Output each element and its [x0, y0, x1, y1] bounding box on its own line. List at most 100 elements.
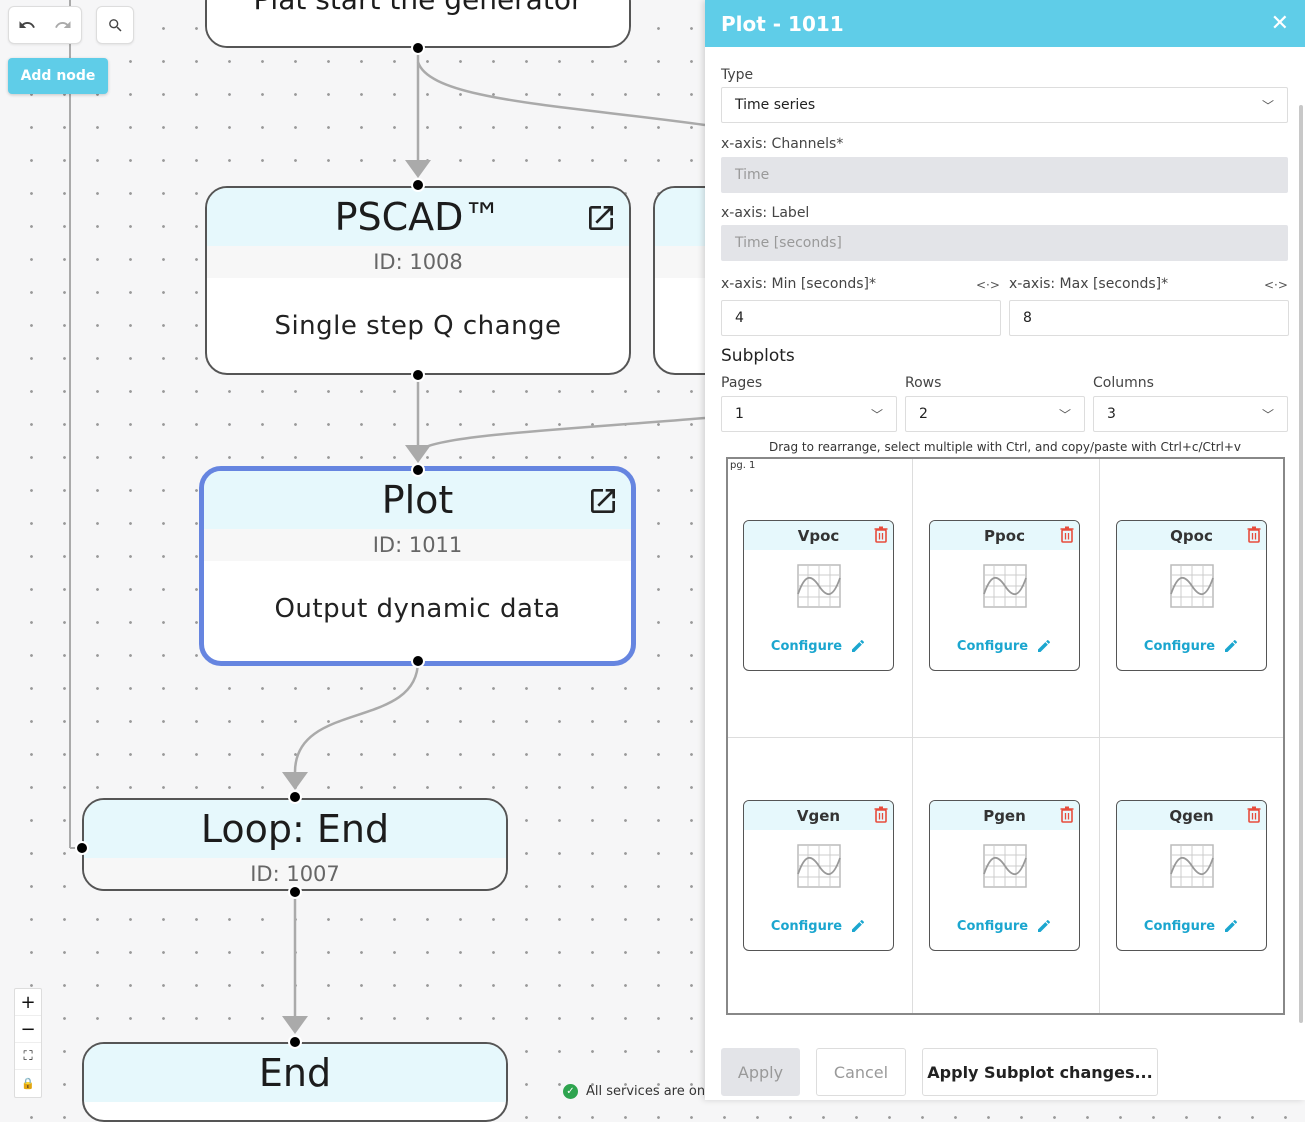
undo-button[interactable] — [9, 7, 45, 43]
pages-label: Pages — [721, 375, 763, 391]
node-title: PSCAD™ — [334, 195, 502, 239]
configure-label: Configure — [770, 918, 843, 934]
apply-subplot-changes-button[interactable]: Apply Subplot changes... — [922, 1048, 1158, 1096]
trash-icon[interactable] — [874, 806, 888, 823]
configure-link[interactable]: Configure — [1117, 638, 1266, 654]
add-node-button[interactable]: Add node — [8, 58, 108, 94]
node-title: Loop: End — [84, 800, 506, 858]
configure-link[interactable]: Configure — [1117, 918, 1266, 934]
swap-horizontal-icon[interactable]: <·> — [976, 278, 1000, 292]
trash-icon[interactable] — [874, 526, 888, 543]
trash-icon[interactable] — [1060, 526, 1074, 543]
columns-select[interactable]: 3 ﹀ — [1093, 396, 1288, 432]
configure-link[interactable]: Configure — [930, 638, 1079, 654]
handle-dot[interactable] — [411, 654, 425, 668]
lock-button[interactable]: 🔒 — [15, 1070, 41, 1097]
plot-chart-icon — [1170, 844, 1214, 888]
subplot-name: Vgen — [796, 806, 841, 825]
handle-dot[interactable] — [288, 885, 302, 899]
x-min-value: 4 — [735, 310, 744, 326]
node-pscad[interactable]: PSCAD™ ID: 1008 Single step Q change — [205, 186, 631, 375]
history-toolbar — [8, 6, 82, 44]
panel-header: Plot - 1011 ✕ — [705, 0, 1305, 47]
configure-label: Configure — [956, 638, 1029, 654]
redo-button[interactable] — [45, 7, 81, 43]
handle-dot[interactable] — [288, 790, 302, 804]
rows-label: Rows — [905, 375, 942, 391]
drag-hint: Drag to rearrange, select multiple with … — [768, 440, 1242, 454]
handle-dot[interactable] — [411, 41, 425, 55]
node-id: ID: 1008 — [207, 246, 629, 278]
x-channels-field[interactable]: Time — [721, 157, 1288, 193]
panel-scrollbar[interactable] — [1299, 105, 1303, 1023]
handle-dot[interactable] — [411, 463, 425, 477]
x-channels-label: x-axis: Channels* — [721, 136, 844, 152]
fit-view-button[interactable]: ⛶ — [15, 1043, 41, 1070]
trash-icon[interactable] — [1247, 806, 1261, 823]
x-max-label: x-axis: Max [seconds]* — [1009, 276, 1169, 292]
rows-select[interactable]: 2 ﹀ — [905, 396, 1085, 432]
plot-chart-icon — [797, 564, 841, 608]
trash-icon[interactable] — [1247, 526, 1261, 543]
rows-value: 2 — [919, 406, 928, 422]
node-id: ID: 1007 — [84, 858, 506, 889]
subplots-heading: Subplots — [721, 346, 795, 366]
zoom-in-button[interactable]: + — [15, 989, 41, 1016]
configure-link[interactable]: Configure — [744, 638, 893, 654]
open-external-icon[interactable] — [587, 485, 619, 517]
configure-label: Configure — [1143, 918, 1216, 934]
type-select-value: Time series — [735, 97, 816, 113]
fit-view-icon: ⛶ — [23, 1048, 33, 1064]
trash-icon[interactable] — [1060, 806, 1074, 823]
chevron-down-icon: ﹀ — [1058, 407, 1071, 422]
flow-canvas[interactable]: Plat start the generator PSCAD™ ID: 1008… — [0, 0, 773, 1122]
pencil-icon — [1038, 639, 1051, 652]
handle-dot[interactable] — [411, 368, 425, 382]
node-end[interactable]: End — [82, 1042, 508, 1122]
zoom-out-button[interactable]: − — [15, 1016, 41, 1043]
x-min-label: x-axis: Min [seconds]* — [721, 276, 876, 292]
subplot-name: Vpoc — [797, 526, 840, 545]
grid-divider — [1099, 459, 1100, 1013]
type-label: Type — [721, 67, 754, 83]
node-generator[interactable]: Plat start the generator — [205, 0, 631, 48]
x-min-input[interactable]: 4 — [721, 300, 1001, 336]
node-title: Plat start the generator — [207, 0, 629, 46]
grid-divider — [728, 737, 1283, 738]
configure-link[interactable]: Configure — [744, 918, 893, 934]
configure-label: Configure — [770, 638, 843, 654]
close-icon[interactable]: ✕ — [1270, 11, 1289, 36]
subplot-name: Ppoc — [984, 526, 1025, 545]
search-button[interactable] — [97, 7, 133, 43]
plot-chart-icon — [983, 564, 1027, 608]
apply-button[interactable]: Apply — [721, 1048, 800, 1096]
open-external-icon[interactable] — [585, 202, 617, 234]
check-circle-icon: ✓ — [563, 1084, 578, 1099]
pages-select[interactable]: 1 ﹀ — [721, 396, 897, 432]
x-label-field[interactable]: Time [seconds] — [721, 225, 1288, 261]
configure-link[interactable]: Configure — [930, 918, 1079, 934]
pages-value: 1 — [735, 406, 744, 422]
node-plot[interactable]: Plot ID: 1011 Output dynamic data — [199, 466, 636, 666]
swap-horizontal-icon[interactable]: <·> — [1264, 278, 1288, 292]
configure-label: Configure — [956, 918, 1029, 934]
x-max-input[interactable]: 8 — [1009, 300, 1289, 336]
handle-dot[interactable] — [75, 841, 89, 855]
pencil-icon — [852, 919, 865, 932]
handle-dot[interactable] — [288, 1035, 302, 1049]
node-loop-end[interactable]: Loop: End ID: 1007 — [82, 798, 508, 891]
subplot-name: Pgen — [983, 806, 1026, 825]
cancel-button[interactable]: Cancel — [816, 1048, 906, 1096]
redo-icon — [55, 21, 71, 28]
chevron-down-icon: ﹀ — [870, 407, 883, 422]
type-select[interactable]: Time series ﹀ — [721, 87, 1288, 123]
handle-dot[interactable] — [411, 178, 425, 192]
search-icon — [108, 18, 122, 32]
node-title: End — [84, 1044, 506, 1102]
